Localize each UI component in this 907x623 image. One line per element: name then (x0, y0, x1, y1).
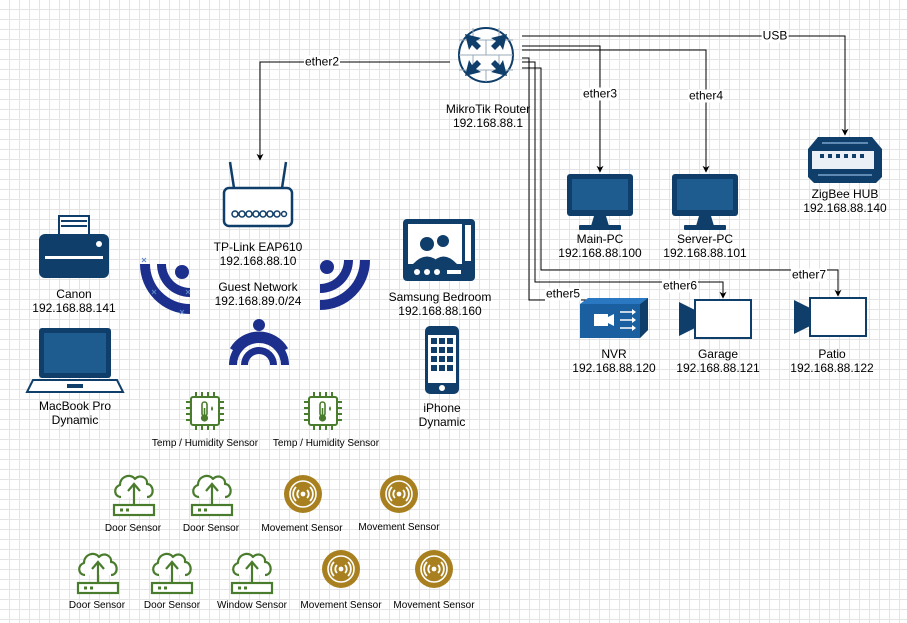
garage-ip: 192.168.88.121 (676, 361, 760, 375)
macbook-label: MacBook Pro Dynamic (39, 399, 111, 427)
patio-name: Patio (818, 347, 846, 361)
router-ip: 192.168.88.1 (452, 116, 524, 130)
patio-label: Patio 192.168.88.122 (790, 347, 873, 375)
guest-network-name: Guest Network (218, 280, 298, 294)
canon-label: Canon 192.168.88.141 (32, 287, 115, 315)
door-sensor-label: Door Sensor (182, 523, 240, 534)
samsung-label: Samsung Bedroom 192.168.88.160 (389, 290, 492, 318)
server-pc-label: Server-PC 192.168.88.101 (663, 232, 746, 260)
door-sensor-label: Door Sensor (68, 600, 126, 611)
cloud-upload-icon (112, 474, 156, 517)
laptop-icon (25, 328, 125, 393)
main-pc-name: Main-PC (576, 232, 624, 246)
iphone-name: iPhone (423, 401, 461, 415)
edge-label-ether2: ether2 (303, 54, 341, 69)
edge-label-ether5: ether5 (544, 286, 582, 301)
samsung-name: Samsung Bedroom (388, 290, 492, 304)
movement-sensor-label: Movement Sensor (358, 522, 440, 533)
motion-sensor-icon (379, 474, 419, 514)
monitor-icon (672, 174, 738, 230)
motion-sensor-icon (414, 549, 454, 589)
router-label: MikroTik Router 192.168.88.1 (446, 102, 530, 130)
temperature-chip-icon (303, 391, 343, 431)
door-sensor-label: Door Sensor (143, 600, 201, 611)
edge-label-usb: USB (761, 28, 789, 43)
zigbee-ip: 192.168.88.140 (803, 201, 887, 215)
temp-sensor-label: Temp / Humidity Sensor (272, 438, 380, 449)
main-pc-ip: 192.168.88.100 (558, 246, 642, 260)
edge-ether6 (522, 61, 727, 299)
garage-label: Garage 192.168.88.121 (676, 347, 759, 375)
security-camera-icon (678, 299, 752, 339)
nvr-label: NVR 192.168.88.120 (572, 347, 655, 375)
tv-icon (403, 219, 475, 281)
cloud-upload-icon (190, 474, 234, 517)
canon-ip: 192.168.88.141 (32, 301, 116, 315)
zigbee-label: ZigBee HUB 192.168.88.140 (803, 187, 886, 215)
wifi-signal-icon (320, 260, 370, 310)
iphone-ip: Dynamic (418, 415, 466, 429)
ap-name: TP-Link EAP610 (213, 240, 303, 254)
nvr-name: NVR (601, 347, 627, 361)
cloud-upload-icon (150, 552, 194, 595)
wifi-signal-icon (140, 257, 191, 315)
monitor-icon (567, 174, 633, 230)
edge-ether7 (522, 67, 842, 297)
edge-label-ether7: ether7 (790, 267, 828, 282)
macbook-ip: Dynamic (51, 413, 99, 427)
security-camera-icon (793, 297, 867, 337)
edge-ether4 (522, 49, 710, 173)
edge-usb (522, 35, 849, 136)
edge-label-ether4: ether4 (687, 88, 725, 103)
temp-sensor-label: Temp / Humidity Sensor (151, 438, 259, 449)
samsung-ip: 192.168.88.160 (398, 304, 482, 318)
wireless-ap-icon (222, 161, 294, 228)
guest-network-ip: 192.168.89.0/24 (214, 294, 302, 308)
garage-name: Garage (697, 347, 739, 361)
main-pc-label: Main-PC 192.168.88.100 (558, 232, 641, 260)
motion-sensor-icon (321, 549, 361, 589)
canon-name: Canon (56, 287, 92, 301)
temperature-chip-icon (185, 391, 225, 431)
movement-sensor-label: Movement Sensor (393, 600, 475, 611)
patio-ip: 192.168.88.122 (790, 361, 874, 375)
wifi-signal-icon (229, 319, 289, 365)
cloud-upload-icon (76, 552, 120, 595)
server-pc-ip: 192.168.88.101 (663, 246, 747, 260)
edge-label-ether6: ether6 (661, 278, 699, 293)
nvr-ip: 192.168.88.120 (572, 361, 656, 375)
smartphone-icon (425, 326, 459, 394)
iphone-label: iPhone Dynamic (419, 401, 466, 429)
edge-ether3 (522, 45, 604, 173)
window-sensor-label: Window Sensor (216, 600, 288, 611)
door-sensor-label: Door Sensor (104, 523, 162, 534)
ap-ip: 192.168.88.10 (219, 254, 297, 268)
motion-sensor-icon (283, 474, 323, 514)
guest-network-label: Guest Network 192.168.89.0/24 (215, 280, 302, 308)
movement-sensor-label: Movement Sensor (261, 523, 343, 534)
router-icon (458, 27, 514, 83)
printer-icon (39, 215, 109, 278)
zigbee-name: ZigBee HUB (811, 187, 879, 201)
nvr-icon (580, 298, 648, 338)
usb-hub-icon (808, 137, 882, 183)
edge-label-ether3: ether3 (581, 86, 619, 101)
server-pc-name: Server-PC (676, 232, 734, 246)
edge-ether2 (256, 61, 450, 161)
cloud-upload-icon (230, 552, 274, 595)
movement-sensor-label: Movement Sensor (300, 600, 382, 611)
macbook-name: MacBook Pro (38, 399, 112, 413)
ap-label: TP-Link EAP610 192.168.88.10 (214, 240, 303, 268)
connection-lines (256, 35, 849, 307)
router-name: MikroTik Router (445, 102, 531, 116)
